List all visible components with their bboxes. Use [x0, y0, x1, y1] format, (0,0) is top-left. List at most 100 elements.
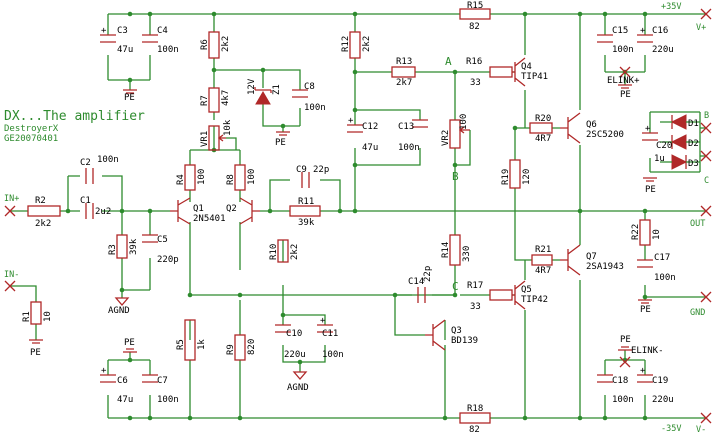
d2-symbol [670, 134, 687, 150]
c20-name: C20 [656, 141, 672, 151]
q6-name: Q6 [586, 120, 597, 130]
elink-neg-cross [619, 356, 631, 368]
pe-ground-3 [29, 339, 43, 344]
r16-name: R16 [466, 57, 482, 67]
svg-text:+: + [645, 124, 651, 134]
c3-name: C3 [117, 26, 128, 36]
port-in-minus: IN- [4, 270, 19, 280]
pe-ground-2 [276, 131, 290, 136]
r3-name: R3 [108, 244, 118, 255]
q4-symbol [512, 57, 526, 87]
pe-ground-8 [643, 177, 657, 182]
c1-value: 2u2 [95, 207, 111, 217]
r9-name: R9 [226, 344, 236, 355]
r13-name: R13 [396, 57, 412, 67]
port-gnd: GND [690, 308, 705, 318]
q7-value: 2SA1943 [586, 262, 624, 272]
label-pe-5: PE [620, 90, 631, 100]
in-plus-marker [4, 205, 16, 217]
r5-value: 1k [197, 339, 207, 350]
label-pe-4: PE [124, 338, 135, 348]
c2-symbol [85, 168, 94, 184]
q7-name: Q7 [586, 252, 597, 262]
svg-text:+: + [101, 26, 107, 36]
r17-name: R17 [467, 281, 483, 291]
c10-symbol [317, 324, 333, 333]
r20-name: R20 [535, 114, 551, 124]
port-markers [4, 8, 712, 424]
transistors [170, 57, 581, 351]
label-agnd-2: AGND [287, 383, 309, 393]
r7-name: R7 [200, 95, 210, 106]
r19-symbol [509, 159, 521, 189]
c13-symbol [412, 119, 428, 128]
label-pe-7: PE [640, 305, 651, 315]
r2-name: R2 [35, 196, 46, 206]
elink-pos-cross [619, 66, 631, 78]
q2-name: Q2 [226, 204, 237, 214]
b-marker [700, 122, 712, 134]
c20-symbol [642, 132, 658, 141]
wires [10, 13, 706, 419]
c3-symbol [100, 34, 116, 43]
c12-name: C12 [362, 122, 378, 132]
c16-name: C16 [652, 26, 668, 36]
label-elink-neg: ELINK- [631, 346, 664, 356]
c8-symbol [292, 89, 308, 98]
r1-symbol [30, 301, 42, 325]
r22-name: R22 [631, 224, 641, 240]
port-b: B [704, 111, 709, 121]
z1-symbol [254, 87, 272, 105]
z1-value: 12V [247, 78, 257, 95]
q4-value: TIP41 [521, 72, 548, 82]
q6-value: 2SC5200 [586, 130, 624, 140]
schematic-title: DX...The amplifier [4, 109, 145, 124]
r6-symbol [208, 31, 220, 59]
pe-ground-7 [638, 299, 652, 304]
svg-text:+: + [101, 366, 107, 376]
c10-name: C10 [286, 329, 302, 339]
gnd-marker [700, 291, 712, 303]
c20-value: 1u [654, 154, 665, 164]
r18-symbol [459, 412, 491, 424]
pe-ground-1 [123, 89, 137, 94]
r2-symbol [27, 205, 61, 217]
r19-name: R19 [501, 169, 511, 185]
c13-value: 100n [398, 143, 420, 153]
c2-name: C2 [80, 158, 91, 168]
c4-symbol [142, 34, 158, 43]
c19-value: 220u [652, 395, 674, 405]
diode-block [660, 114, 700, 170]
c11-name: C11 [322, 329, 338, 339]
svg-text:+: + [348, 116, 354, 126]
port-c: C [704, 176, 709, 186]
c11-symbol [275, 324, 291, 333]
c7-value: 100n [157, 395, 179, 405]
r7-symbol [208, 87, 220, 113]
out-marker [700, 205, 712, 217]
c17-symbol [637, 259, 653, 268]
rail-positive: +35V [661, 2, 681, 12]
r11-name: R11 [298, 197, 314, 207]
c19-symbol [637, 374, 653, 383]
pe-ground-6 [618, 346, 632, 351]
ground-symbols [29, 66, 657, 380]
q1-name: Q1 [193, 204, 204, 214]
q4-name: Q4 [521, 62, 532, 72]
d1-symbol [670, 114, 687, 130]
r1-name: R1 [22, 311, 32, 322]
vr2-symbol [449, 119, 470, 149]
c-marker [700, 150, 712, 162]
r6-name: R6 [200, 39, 210, 50]
q1-value: 2N5401 [193, 214, 226, 224]
r13-symbol [391, 66, 416, 78]
r14-symbol [449, 234, 461, 266]
c15-name: C15 [612, 26, 628, 36]
c3-value: 47u [117, 45, 133, 55]
c18-name: C18 [612, 376, 628, 386]
r17-value: 33 [470, 302, 481, 312]
c5-symbol [142, 234, 158, 243]
q1-symbol [170, 197, 191, 225]
c6-name: C6 [117, 376, 128, 386]
c15-symbol [597, 34, 613, 43]
